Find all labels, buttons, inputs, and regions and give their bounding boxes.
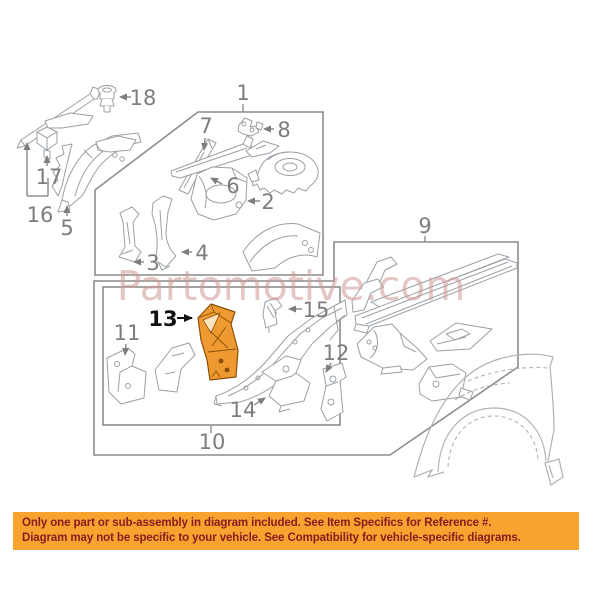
part-16-rail <box>16 86 102 149</box>
callout-16: 16 <box>23 142 54 227</box>
group-box-1 <box>94 111 324 276</box>
callout-3: 3 <box>133 251 160 275</box>
part-label-5: 5 <box>60 216 73 240</box>
callout-17: 17 <box>36 155 63 189</box>
part-strut-tower <box>247 151 319 195</box>
part-label-6: 6 <box>226 174 239 198</box>
part-label-7: 7 <box>199 114 212 138</box>
callout-12: 12 <box>323 341 350 373</box>
part-label-2: 2 <box>261 190 274 214</box>
part-support-bracket <box>154 342 196 393</box>
callout-6: 6 <box>210 174 240 198</box>
part-2-wheelhouse <box>190 166 248 221</box>
callout-1: 1 <box>236 81 250 112</box>
part-11-bracket <box>106 347 147 405</box>
part-13-detail-lines <box>197 303 237 378</box>
part-13-highlighted-bracket <box>197 303 239 381</box>
part-floor-side-panel <box>356 323 428 375</box>
group-box-10 <box>102 286 341 426</box>
part-label-16: 16 <box>27 203 54 227</box>
part-label-14: 14 <box>230 398 257 422</box>
part-cowl-panel <box>242 222 321 272</box>
part-label-4: 4 <box>195 241 208 265</box>
callout-2: 2 <box>247 190 275 214</box>
part-14-bracket <box>261 355 311 413</box>
watermark-text: Partomotive.com <box>117 262 466 310</box>
part-9-rocker-rails <box>351 253 518 334</box>
callout-11: 11 <box>114 321 141 356</box>
callout-8: 8 <box>263 118 291 142</box>
part-label-15: 15 <box>303 298 330 322</box>
part-box-bracket <box>418 363 474 402</box>
part-label-3: 3 <box>146 251 159 275</box>
part-13-hole <box>224 367 230 373</box>
part-label-17: 17 <box>36 165 63 189</box>
callout-7: 7 <box>199 114 213 151</box>
callout-10: 10 <box>199 426 226 454</box>
part-label-10: 10 <box>199 430 226 454</box>
part-12-plate <box>320 362 347 422</box>
part-flat-panel <box>429 322 493 352</box>
disclaimer-banner: Only one part or sub-assembly in diagram… <box>13 512 579 550</box>
disclaimer-line-1: Only one part or sub-assembly in diagram… <box>22 517 492 529</box>
callout-9: 9 <box>418 214 432 242</box>
part-label-11: 11 <box>114 321 141 345</box>
part-18-clip <box>97 85 117 113</box>
part-4-brace <box>151 195 177 271</box>
part-label-13: 13 <box>148 307 177 331</box>
callout-13-highlighted: 13 <box>148 307 193 331</box>
part-label-9: 9 <box>418 214 431 238</box>
group-box-9 <box>93 241 519 456</box>
part-15-clip <box>262 297 283 333</box>
callout-labels: 1 2 3 4 5 6 7 8 <box>23 81 432 454</box>
callout-18: 18 <box>119 86 157 110</box>
part-3-brace <box>118 206 142 263</box>
part-5-apron-assembly <box>51 132 142 213</box>
callout-5: 5 <box>60 205 74 240</box>
part-13-hole <box>218 358 224 364</box>
part-17-clip <box>36 126 58 160</box>
part-label-12: 12 <box>323 341 350 365</box>
part-label-18: 18 <box>130 86 157 110</box>
part-label-8: 8 <box>277 118 290 142</box>
part-wing-bracket <box>245 140 280 158</box>
part-8-bracket <box>237 117 264 137</box>
part-label-1: 1 <box>236 81 249 105</box>
callout-14: 14 <box>230 397 266 422</box>
fender-sketch <box>413 353 564 486</box>
disclaimer-line-2: Diagram may not be specific to your vehi… <box>22 532 521 544</box>
part-13-inner-face <box>202 312 221 334</box>
callout-15: 15 <box>288 298 330 322</box>
callout-4: 4 <box>181 241 209 265</box>
